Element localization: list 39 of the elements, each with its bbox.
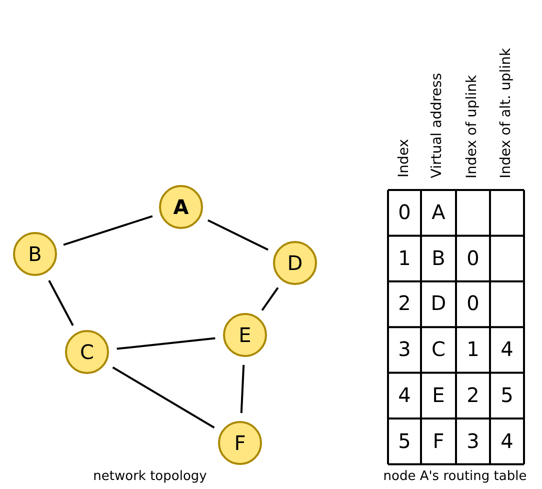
connector-line: [48, 280, 74, 326]
table-cell-text: 2: [466, 382, 480, 407]
table-cell-text: F: [432, 428, 446, 452]
table-cell-text: 3: [466, 428, 480, 452]
table-cell-text: 5: [500, 382, 514, 407]
table-cell-text: E: [431, 382, 446, 407]
column-header: Index of alt. uplink: [498, 48, 514, 178]
column-header: Index of uplink: [464, 74, 480, 178]
connector-line: [207, 219, 269, 251]
table-cell-text: A: [430, 200, 446, 224]
table-cell-text: D: [430, 291, 448, 316]
node-circle: F: [218, 421, 262, 465]
caption: network topology: [93, 469, 207, 484]
table-cell-text: 0: [397, 200, 412, 224]
table-cell-text: B: [430, 246, 446, 270]
node-circle: B: [13, 232, 57, 276]
node-circle: A: [159, 185, 203, 229]
node-circle: C: [65, 330, 109, 374]
connector-line: [116, 337, 216, 350]
table-cell-text: 2: [397, 291, 412, 316]
table-cell-text: 0: [466, 246, 480, 270]
column-header: Index: [396, 139, 412, 178]
column-header: Virtual address: [429, 72, 445, 178]
table-cell-text: 1: [397, 246, 412, 270]
connector-line: [240, 364, 245, 414]
table-cell-text: 0: [466, 291, 480, 316]
table-cell-text: 1: [466, 337, 480, 362]
connector-line: [112, 366, 215, 429]
caption: node A's routing table: [383, 469, 527, 484]
node-circle: D: [273, 241, 317, 285]
table-cell-text: 4: [500, 428, 514, 452]
table-cell-text: 3: [397, 337, 412, 362]
table-cell-text: 4: [500, 337, 514, 362]
connector-line: [261, 287, 279, 311]
table-cell-text: C: [430, 337, 446, 362]
connector-line: [63, 215, 153, 246]
table-cell-text: 4: [397, 382, 412, 407]
node-circle: E: [223, 313, 267, 357]
table-cell-text: 5: [397, 428, 412, 452]
